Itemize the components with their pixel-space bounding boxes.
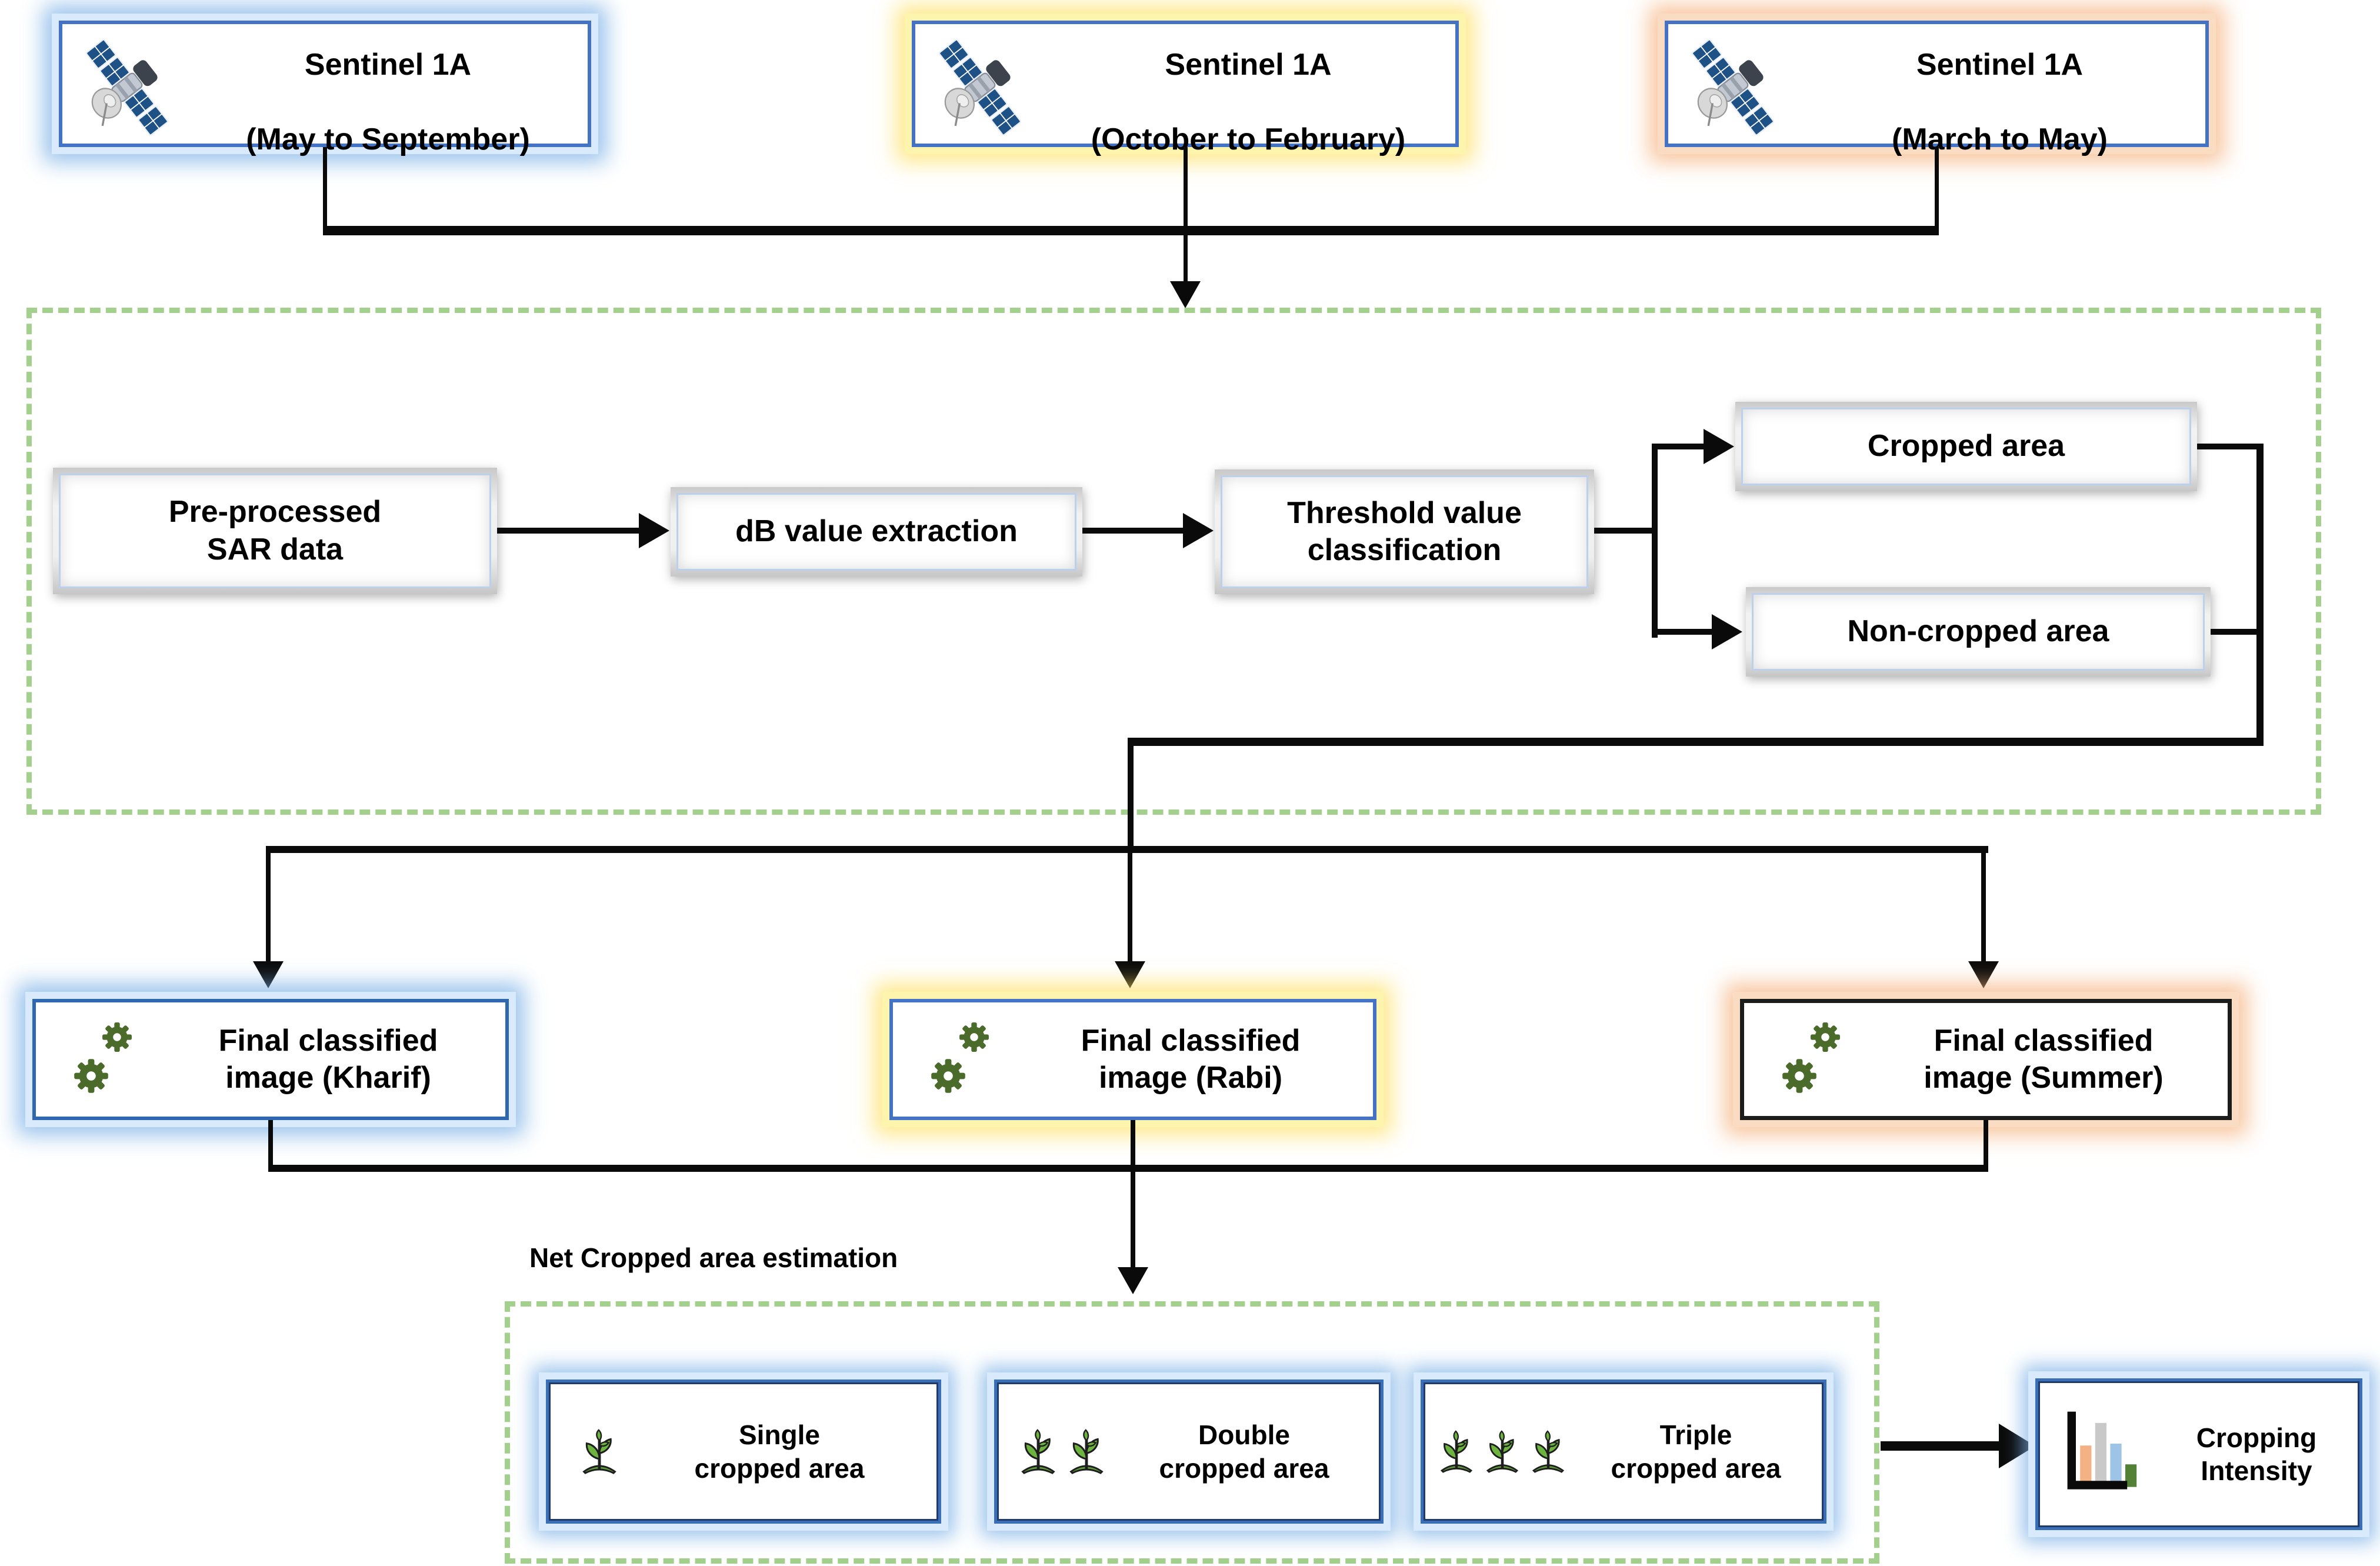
connector	[266, 846, 271, 962]
connector	[2197, 444, 2261, 449]
non-cropped-area-label: Non-cropped area	[1847, 614, 2109, 649]
connector	[2256, 444, 2264, 746]
final-classified-rabi-box: Final classified image (Rabi)	[889, 999, 1376, 1120]
connector	[1652, 629, 1716, 635]
connector	[1935, 147, 1939, 229]
double-cropped-area-label: Double cropped area	[1159, 1420, 1329, 1484]
arrowhead	[1170, 281, 1201, 308]
arrowhead	[1968, 961, 1999, 988]
satellite-icon	[912, 26, 1041, 156]
preprocessed-sar-box: Pre-processed SAR data	[53, 468, 497, 594]
triple-cropped-area-label: Triple cropped area	[1611, 1420, 1781, 1484]
db-value-extraction-box: dB value extraction	[671, 487, 1082, 577]
cropped-area-label: Cropped area	[1867, 429, 2065, 464]
connector	[2211, 629, 2261, 635]
net-cropped-area-title: Net Cropped area estimation	[529, 1242, 898, 1273]
connector	[497, 528, 643, 534]
triple-cropped-area-box: Triple cropped area	[1421, 1380, 1826, 1524]
connector	[1652, 444, 1708, 449]
connector	[1984, 1120, 1988, 1171]
connector	[268, 1120, 273, 1171]
source-label: Sentinel 1A (October to February)	[1091, 48, 1406, 156]
arrowhead	[253, 961, 284, 988]
connector	[1128, 846, 1132, 962]
arrowhead	[1704, 429, 1734, 464]
connector	[1128, 738, 2264, 746]
connector	[268, 1165, 1988, 1172]
seedling-icon	[578, 1429, 621, 1475]
seedling-icons	[1017, 1429, 1108, 1475]
arrowhead	[1183, 513, 1214, 548]
arrowhead	[1115, 961, 1145, 988]
satellite-icon	[59, 26, 188, 156]
arrowhead	[1999, 1424, 2035, 1468]
threshold-classification-box: Threshold value classification	[1215, 469, 1594, 594]
sentinel-box-kharif-season: Sentinel 1A (May to September)	[59, 21, 591, 156]
final-classified-kharif-label: Final classified image (Kharif)	[218, 1023, 438, 1095]
gears-icon	[63, 1007, 151, 1112]
net-cropped-panel	[505, 1301, 1879, 1564]
single-cropped-area-box: Single cropped area	[546, 1380, 941, 1524]
processing-panel	[26, 308, 2321, 815]
connector	[1881, 1441, 2003, 1451]
arrowhead	[639, 513, 669, 548]
db-value-extraction-label: dB value extraction	[735, 514, 1018, 549]
preprocessed-sar-label: Pre-processed SAR data	[168, 495, 382, 567]
non-cropped-area-box: Non-cropped area	[1746, 587, 2211, 677]
source-label: Sentinel 1A (May to September)	[246, 48, 530, 156]
single-cropped-area-label: Single cropped area	[694, 1420, 865, 1484]
gears-icon	[1771, 1007, 1859, 1112]
satellite-icon	[1665, 26, 1794, 156]
final-classified-summer-box: Final classified image (Summer)	[1740, 999, 2232, 1120]
arrowhead	[1712, 614, 1742, 649]
arrowhead	[1118, 1267, 1148, 1294]
connector	[1082, 528, 1187, 534]
cropped-area-box: Cropped area	[1735, 402, 2197, 491]
final-classified-summer-label: Final classified image (Summer)	[1924, 1023, 2164, 1095]
cropping-intensity-label: Cropping Intensity	[2196, 1422, 2317, 1486]
connector	[1184, 147, 1188, 284]
gears-icon	[920, 1007, 1008, 1112]
connector	[1981, 846, 1986, 962]
cropping-intensity-box: Cropping Intensity	[2035, 1378, 2362, 1530]
connector	[1652, 444, 1658, 638]
final-classified-rabi-label: Final classified image (Rabi)	[1081, 1023, 1301, 1095]
connector	[1131, 1120, 1135, 1268]
connector	[323, 226, 1939, 235]
seedling-icons	[1436, 1430, 1568, 1474]
double-cropped-area-box: Double cropped area	[994, 1380, 1384, 1524]
bar-chart-icon	[2059, 1401, 2154, 1508]
connector	[1594, 528, 1655, 534]
source-label: Sentinel 1A (March to May)	[1892, 48, 2108, 156]
threshold-classification-label: Threshold value classification	[1287, 495, 1522, 567]
sentinel-box-rabi-season: Sentinel 1A (October to February)	[912, 21, 1459, 156]
sentinel-box-summer-season: Sentinel 1A (March to May)	[1665, 21, 2209, 156]
final-classified-kharif-box: Final classified image (Kharif)	[32, 999, 509, 1120]
connector	[323, 147, 327, 229]
connector	[1128, 738, 1134, 851]
